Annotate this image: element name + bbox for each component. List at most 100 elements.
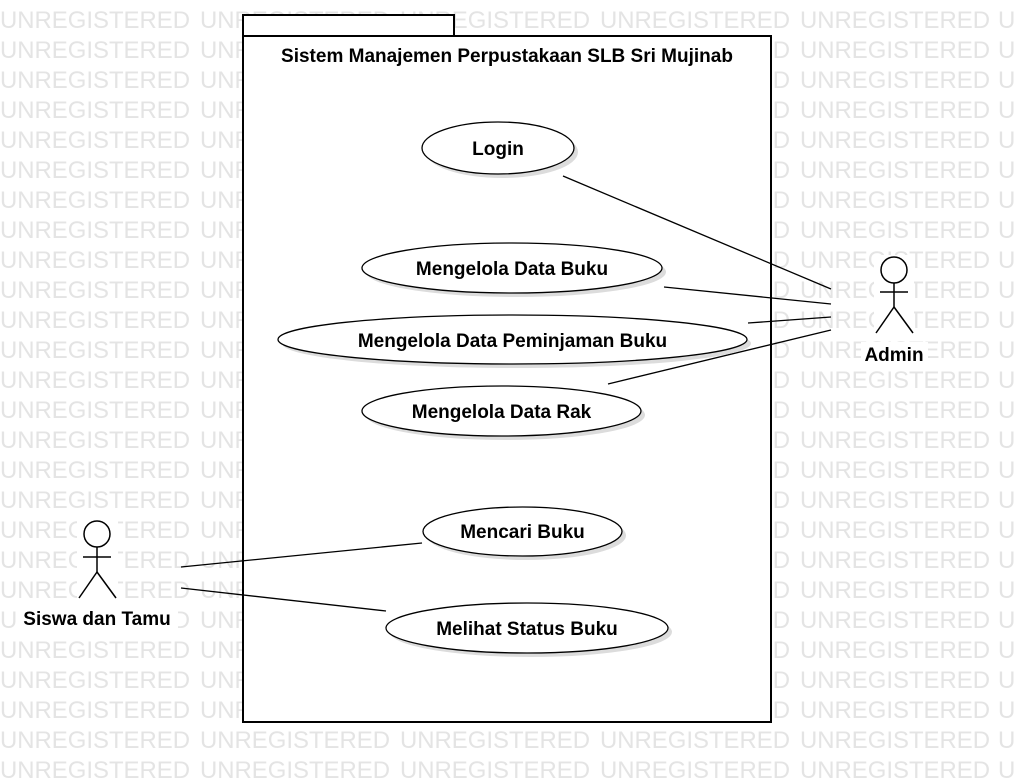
use-case-mengelola-data-peminjaman-buku: Mengelola Data Peminjaman Buku bbox=[277, 314, 751, 368]
watermark-text: UNREGISTERED bbox=[800, 367, 990, 394]
watermark-text: UNREGISTERED bbox=[0, 727, 190, 754]
watermark-text: UNREGISTERED bbox=[800, 217, 990, 244]
watermark-text: UNREGISTERED bbox=[800, 517, 990, 544]
watermark-text: U bbox=[998, 577, 1015, 604]
watermark-text: UNREGISTERED bbox=[0, 37, 190, 64]
association-line bbox=[607, 329, 832, 385]
use-case-mencari-buku: Mencari Buku bbox=[422, 506, 626, 560]
actor-siswa-left-leg bbox=[78, 571, 98, 599]
watermark-text: U bbox=[998, 337, 1015, 364]
watermark-text: UNREGISTERED bbox=[800, 637, 990, 664]
actor-siswa-label-background bbox=[18, 606, 178, 631]
actor-siswa-dan-tamu: Siswa dan Tamu bbox=[18, 519, 178, 631]
actor-admin-left-leg bbox=[875, 306, 895, 334]
watermark-text: U bbox=[998, 187, 1015, 214]
use-case-label: Login bbox=[472, 139, 524, 160]
watermark-text: U bbox=[998, 247, 1015, 274]
watermark-text: U bbox=[998, 697, 1015, 724]
watermark-text: UNREGISTERED bbox=[0, 397, 190, 424]
watermark-text: U bbox=[998, 97, 1015, 124]
watermark-text: UNREGISTERED bbox=[0, 187, 190, 214]
actor-siswa-head bbox=[83, 520, 111, 548]
watermark-text: UNREGISTERED bbox=[0, 487, 190, 514]
actor-admin-head bbox=[880, 256, 908, 284]
system-title: Sistem Manajemen Perpustakaan SLB Sri Mu… bbox=[281, 46, 733, 67]
watermark-text: UNREGISTERED bbox=[800, 757, 990, 783]
use-case-login: Login bbox=[421, 121, 578, 178]
watermark-text: UNREGISTERED bbox=[800, 187, 990, 214]
association-line bbox=[180, 587, 387, 612]
actor-siswa-label: Siswa dan Tamu bbox=[23, 609, 170, 630]
watermark-text: UNREGISTERED bbox=[0, 667, 190, 694]
use-case-label: Melihat Status Buku bbox=[436, 619, 618, 640]
use-case-ellipse bbox=[422, 506, 623, 557]
watermark-text: U bbox=[998, 7, 1015, 34]
watermark-text: UNREGISTERED bbox=[0, 337, 190, 364]
watermark-text: U bbox=[998, 157, 1015, 184]
watermark-text: UNREGISTERED bbox=[800, 97, 990, 124]
watermark-text: UNREGISTERED bbox=[0, 697, 190, 724]
watermark-text: U bbox=[998, 517, 1015, 544]
watermark-text: UNREGISTERED bbox=[0, 217, 190, 244]
watermark-text: UNREGISTERED bbox=[0, 97, 190, 124]
watermark-text: UNREGISTERED bbox=[0, 277, 190, 304]
use-case-mengelola-data-buku: Mengelola Data Buku bbox=[361, 242, 666, 297]
watermark-text: U bbox=[998, 37, 1015, 64]
watermark-text: UNREGISTERED bbox=[800, 547, 990, 574]
watermark-text: UNREGISTERED bbox=[800, 67, 990, 94]
watermark-text: UNREGISTERED bbox=[0, 157, 190, 184]
actor-admin: Admin bbox=[861, 255, 928, 366]
watermark-text: UNREGISTERED bbox=[200, 727, 390, 754]
watermark-text: UNREGISTERED bbox=[0, 307, 190, 334]
use-case-label: Mengelola Data Buku bbox=[416, 259, 608, 280]
association-line bbox=[663, 286, 832, 305]
association-line bbox=[562, 175, 832, 290]
watermark-text: UNREGISTERED bbox=[0, 427, 190, 454]
watermark-text: UNREGISTERED bbox=[0, 457, 190, 484]
watermark-text: UNREGISTERED bbox=[0, 127, 190, 154]
watermark-text: U bbox=[998, 67, 1015, 94]
watermark-text: U bbox=[998, 277, 1015, 304]
watermark-text: UNREGISTERED bbox=[600, 7, 790, 34]
watermark-text: UNREGISTERED bbox=[800, 37, 990, 64]
watermark-text: U bbox=[998, 127, 1015, 154]
watermark-text: U bbox=[998, 547, 1015, 574]
watermark-text: UNREGISTERED bbox=[600, 757, 790, 783]
watermark-text: UNREGISTERED bbox=[800, 487, 990, 514]
use-case-ellipse bbox=[385, 602, 669, 654]
use-case-ellipse bbox=[277, 314, 748, 365]
actor-siswa-right-leg bbox=[96, 571, 117, 599]
watermark-text: UNREGISTERED bbox=[400, 757, 590, 783]
actor-admin-label: Admin bbox=[864, 345, 923, 366]
watermark-text: UNREGISTERED bbox=[800, 157, 990, 184]
watermark-text: UNREGISTERED bbox=[0, 247, 190, 274]
watermark-text: U bbox=[998, 307, 1015, 334]
watermark-text: U bbox=[998, 727, 1015, 754]
watermark-text: U bbox=[998, 637, 1015, 664]
watermark-text: UNREGISTERED bbox=[800, 7, 990, 34]
watermark-text: U bbox=[998, 217, 1015, 244]
watermark-text: UNREGISTERED bbox=[600, 727, 790, 754]
watermark-text: UNREGISTERED bbox=[0, 637, 190, 664]
watermark-text: U bbox=[998, 427, 1015, 454]
watermark-text: U bbox=[998, 457, 1015, 484]
use-case-melihat-status-buku: Melihat Status Buku bbox=[385, 602, 672, 657]
watermark-text: U bbox=[998, 367, 1015, 394]
use-case-label: Mengelola Data Rak bbox=[412, 402, 592, 423]
watermark-text: UNREGISTERED bbox=[800, 397, 990, 424]
use-case-label: Mencari Buku bbox=[460, 522, 585, 543]
watermark-text: UNREGISTERED bbox=[0, 367, 190, 394]
associations bbox=[180, 175, 832, 612]
watermark-text: UNREGISTERED bbox=[800, 427, 990, 454]
watermark-text: U bbox=[998, 757, 1015, 783]
watermark-text: UNREGISTERED bbox=[0, 757, 190, 783]
watermark-text: UNREGISTERED bbox=[0, 67, 190, 94]
watermark-text: UNREGISTERED bbox=[800, 667, 990, 694]
watermark-text: UNREGISTERED bbox=[800, 697, 990, 724]
use-case-label: Mengelola Data Peminjaman Buku bbox=[358, 331, 667, 352]
actor-admin-right-leg bbox=[893, 306, 914, 334]
watermark-text: UNREGISTERED bbox=[800, 727, 990, 754]
watermark-text: UNREGISTERED bbox=[400, 727, 590, 754]
watermark-text: U bbox=[998, 607, 1015, 634]
